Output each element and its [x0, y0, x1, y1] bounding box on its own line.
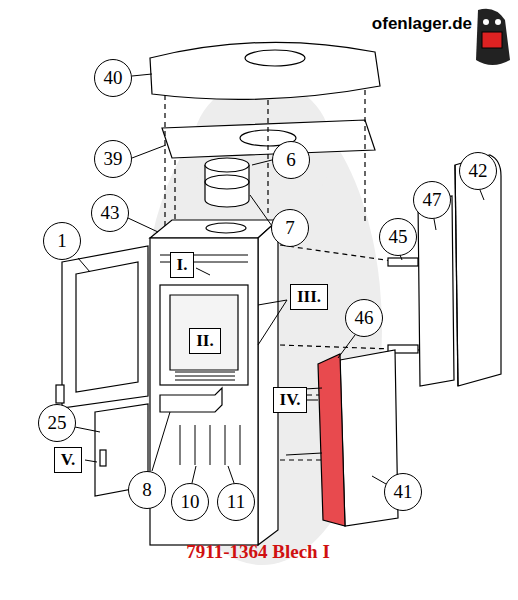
callout-text: 7 [285, 217, 295, 239]
callout-number: 41 [384, 473, 422, 511]
callout-number: 25 [38, 404, 76, 442]
callout-text: IV. [280, 390, 301, 410]
logo-text: ofenlager.de [372, 14, 472, 34]
callout-text: 11 [227, 491, 245, 513]
parts [56, 42, 501, 545]
callout-text: 39 [104, 148, 123, 170]
section-marker: III. [290, 284, 328, 310]
callout-number: 39 [94, 140, 132, 178]
callout-text: 43 [101, 202, 120, 224]
callout-text: II. [196, 331, 213, 351]
section-marker: IV. [273, 387, 308, 413]
callout-text: 45 [389, 226, 408, 248]
callout-number: 43 [91, 194, 129, 232]
callout-text: 10 [181, 491, 200, 513]
callout-text: 6 [286, 149, 296, 171]
callout-text: 1 [57, 230, 67, 252]
logo-figure [476, 9, 510, 65]
callout-number: 10 [171, 483, 209, 521]
callout-number: 42 [459, 152, 497, 190]
section-marker: I. [170, 252, 195, 278]
callout-text: 47 [423, 189, 442, 211]
callout-text: 46 [355, 307, 374, 329]
callout-number: 6 [272, 141, 310, 179]
caption: 7911-1364 Blech I [186, 541, 330, 563]
callout-text: 41 [394, 481, 413, 503]
section-marker: V. [54, 447, 82, 473]
callout-number: 8 [128, 471, 166, 509]
callout-number: 1 [43, 222, 81, 260]
callout-text: 40 [104, 67, 123, 89]
callout-number: 46 [345, 299, 383, 337]
callout-text: I. [177, 255, 188, 275]
callout-text: 25 [48, 412, 67, 434]
callout-text: V. [61, 450, 75, 470]
callout-number: 11 [217, 483, 255, 521]
callout-text: III. [297, 287, 321, 307]
callout-number: 47 [413, 181, 451, 219]
section-marker: II. [189, 328, 220, 354]
callout-number: 7 [271, 209, 309, 247]
callout-number: 45 [379, 218, 417, 256]
leader-lines [75, 74, 484, 484]
callout-text: 8 [142, 479, 152, 501]
callout-number: 40 [94, 59, 132, 97]
callout-text: 42 [469, 160, 488, 182]
